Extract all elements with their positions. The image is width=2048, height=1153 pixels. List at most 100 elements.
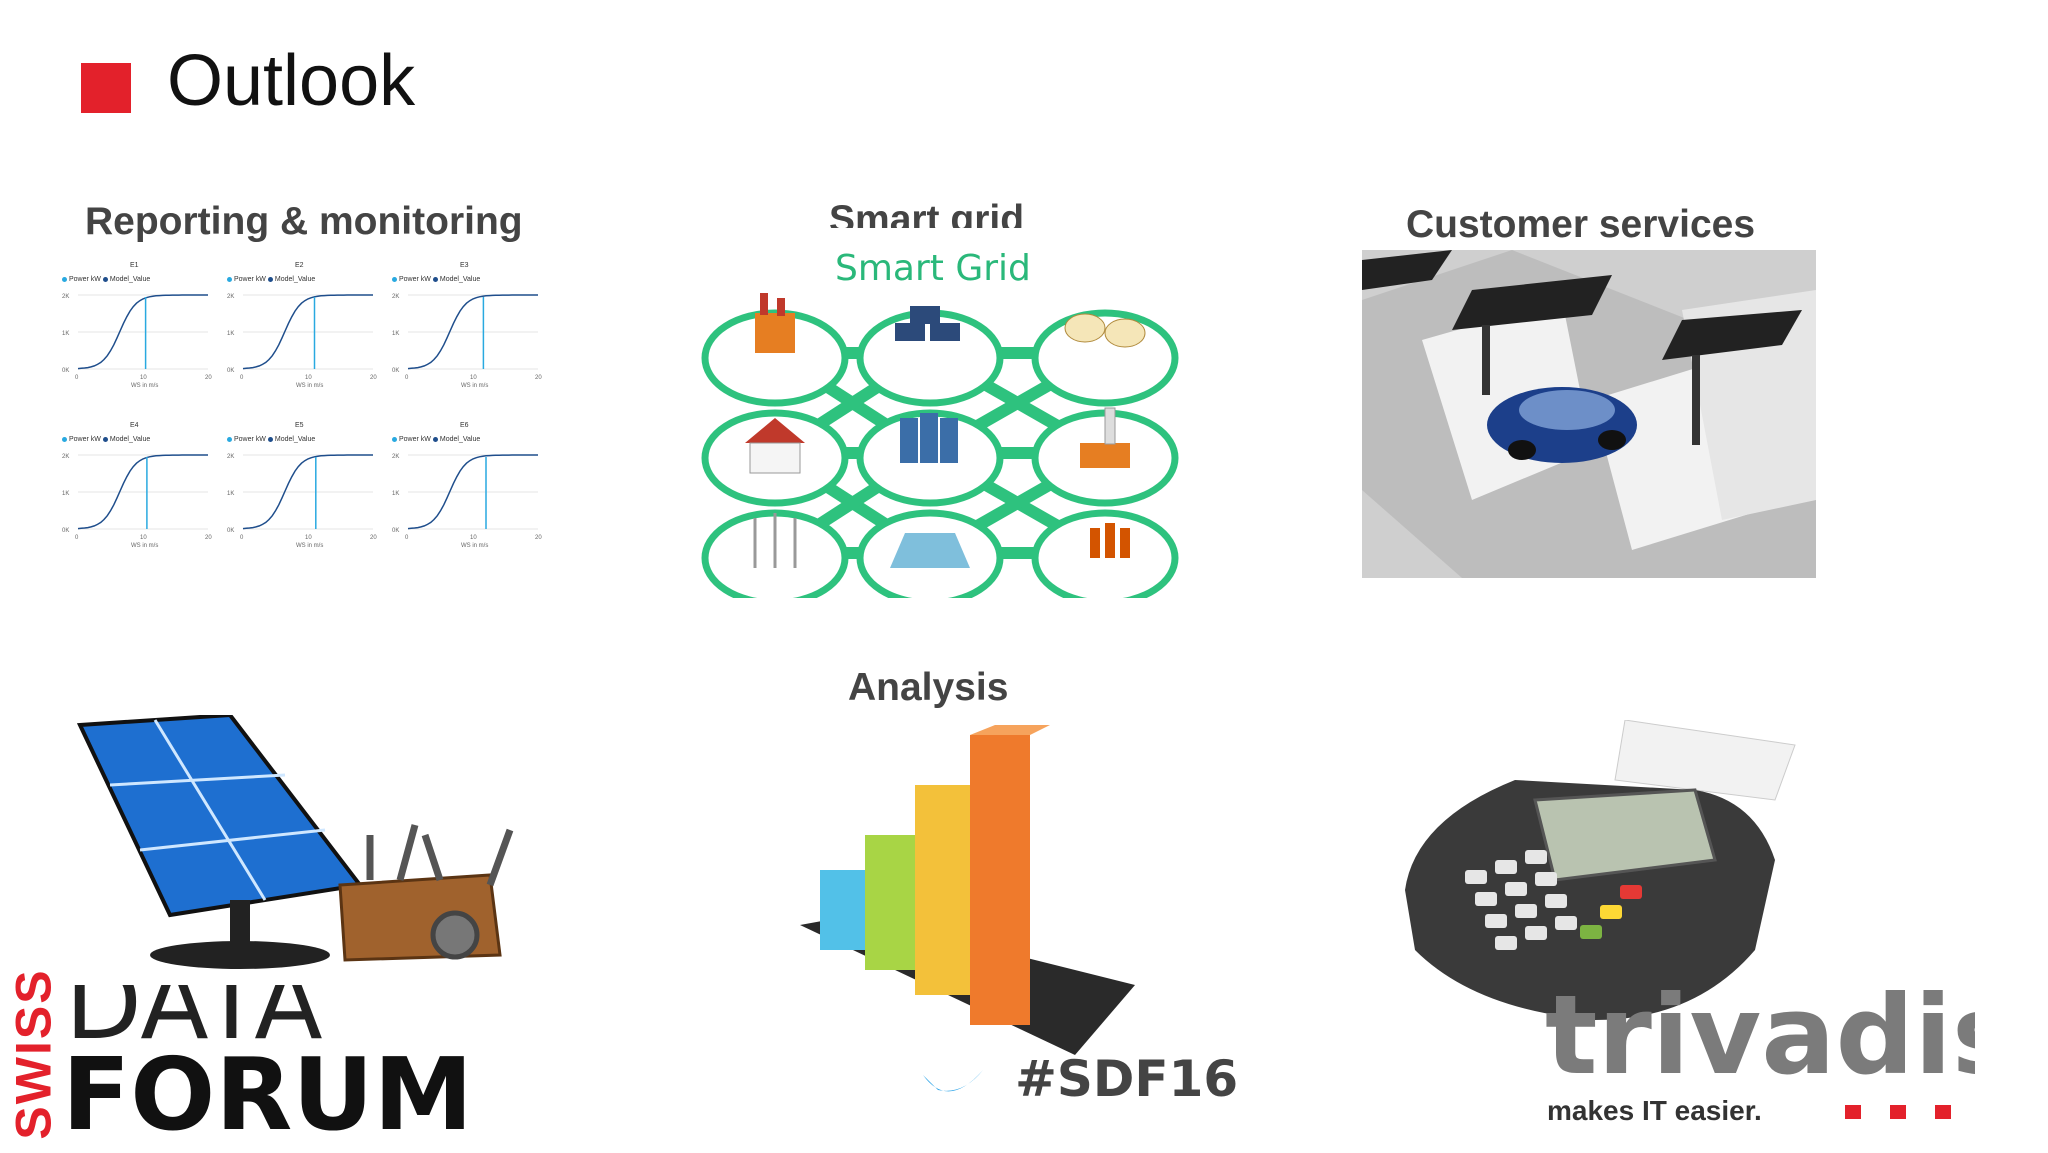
brand-top-text: DATA	[65, 985, 323, 1045]
smart-grid-image-heading: Smart Grid	[835, 248, 1031, 289]
company-logo-clip: trivadis	[1545, 990, 1975, 1085]
mini-chart-ytick: 2K	[62, 454, 69, 460]
mini-chart-ytick: 0K	[227, 528, 234, 534]
mini-chart-title: E2	[295, 262, 304, 269]
mini-chart-ytick: 2K	[62, 294, 69, 300]
mini-chart-model-line	[407, 454, 538, 530]
mini-chart-xlabel: WS in m/s	[296, 543, 323, 549]
mini-chart-ytick: 0K	[62, 368, 69, 374]
mini-chart-xtick: 20	[535, 535, 542, 541]
mini-chart-plot: 2K 1K 0K 0 10 20 WS in m/s	[227, 294, 377, 389]
mini-chart-title: E3	[460, 262, 469, 269]
mini-chart-xtick: 0	[240, 375, 244, 381]
mini-chart-xtick: 0	[75, 375, 79, 381]
mini-chart-plot: 2K 1K 0K 0 10 20 WS in m/s	[392, 294, 542, 389]
mini-chart-ytick: 2K	[392, 294, 399, 300]
mini-chart-ytick: 0K	[392, 368, 399, 374]
mini-chart-ytick: 1K	[392, 331, 399, 337]
mini-chart-xtick: 0	[405, 375, 409, 381]
company-name: trivadis	[1545, 990, 1975, 1085]
section-smart-grid-heading: Smart grid	[829, 198, 1025, 228]
mini-chart-xtick: 10	[305, 535, 312, 541]
mini-chart-title: E4	[130, 422, 139, 429]
mini-chart-model-line	[77, 294, 208, 370]
mini-chart-xtick: 20	[370, 375, 377, 381]
twitter-icon	[918, 1055, 988, 1115]
mini-chart-model-line	[77, 454, 208, 530]
title-bullet	[81, 63, 131, 113]
mini-chart-plot: 2K 1K 0K 0 10 20 WS in m/s	[62, 454, 212, 549]
section-reporting-heading: Reporting & monitoring	[85, 200, 523, 243]
mini-chart-ytick: 2K	[392, 454, 399, 460]
mini-chart-xtick: 0	[75, 535, 79, 541]
mini-chart-plot: 2K 1K 0K 0 10 20 WS in m/s	[392, 454, 542, 549]
mini-chart-model-line	[242, 454, 373, 530]
smart-grid-illustration: Smart Grid	[675, 228, 1195, 598]
slide-title: Outlook	[167, 41, 416, 121]
mini-chart-ytick: 1K	[392, 491, 399, 497]
section-customer-heading: Customer services	[1406, 203, 1756, 246]
mini-chart-xtick: 10	[140, 375, 147, 381]
mini-chart-ytick: 0K	[62, 528, 69, 534]
mini-chart-xtick: 10	[140, 535, 147, 541]
solar-maintenance-illustration	[70, 712, 540, 975]
mini-chart-xtick: 10	[470, 375, 477, 381]
ev-charging-illustration	[1362, 250, 1816, 578]
brand-vertical-text: SWISS	[5, 968, 62, 1140]
mini-chart-xtick: 0	[405, 535, 409, 541]
payment-terminal-illustration	[1395, 719, 1835, 1020]
mini-chart-title: E1	[130, 262, 139, 269]
mini-chart-ytick: 2K	[227, 454, 234, 460]
mini-chart-xtick: 0	[240, 535, 244, 541]
payment-terminal-graphic	[1405, 719, 1796, 1020]
analysis-bar-graphic	[795, 725, 1140, 1055]
analysis-3d-bars	[800, 725, 1135, 1055]
mini-chart-xtick: 10	[305, 375, 312, 381]
brand-bottom-text: FORUM	[62, 1036, 474, 1153]
mini-chart-xtick: 10	[470, 535, 477, 541]
mini-chart-model-line	[407, 294, 538, 370]
mini-chart-xtick: 20	[205, 535, 212, 541]
mini-chart-ytick: 1K	[227, 491, 234, 497]
mini-chart-ytick: 0K	[227, 368, 234, 374]
mini-chart-ytick: 0K	[392, 528, 399, 534]
smart-grid-network	[701, 293, 1179, 598]
mini-chart-plot: 2K 1K 0K 0 10 20 WS in m/s	[227, 454, 377, 549]
mini-chart-xlabel: WS in m/s	[131, 543, 158, 549]
mini-chart-xlabel: WS in m/s	[461, 543, 488, 549]
section-analysis-heading: Analysis	[848, 666, 1009, 709]
company-dots	[1845, 1105, 1955, 1119]
mini-chart-xtick: 20	[370, 535, 377, 541]
mini-chart-ytick: 1K	[62, 491, 69, 497]
mini-chart-ytick: 1K	[227, 331, 234, 337]
hashtag-text: #SDF16	[1015, 1050, 1239, 1105]
mini-chart-xlabel: WS in m/s	[461, 383, 488, 389]
mini-chart-model-line	[242, 294, 373, 370]
company-tagline: makes IT easier.	[1547, 1095, 1762, 1126]
mini-chart-ytick: 1K	[62, 331, 69, 337]
solar-panel-graphic	[76, 712, 514, 969]
mini-chart-title: E6	[460, 422, 469, 429]
mini-chart-xlabel: WS in m/s	[296, 383, 323, 389]
ev-charging-scene	[1362, 250, 1816, 578]
mini-chart-xtick: 20	[205, 375, 212, 381]
swiss-vertical-label: SWISS	[6, 965, 66, 1145]
mini-chart-ytick: 2K	[227, 294, 234, 300]
brand-top-clip: DATA	[65, 985, 325, 1045]
mini-chart-title: E5	[295, 422, 304, 429]
mini-chart-xtick: 20	[535, 375, 542, 381]
